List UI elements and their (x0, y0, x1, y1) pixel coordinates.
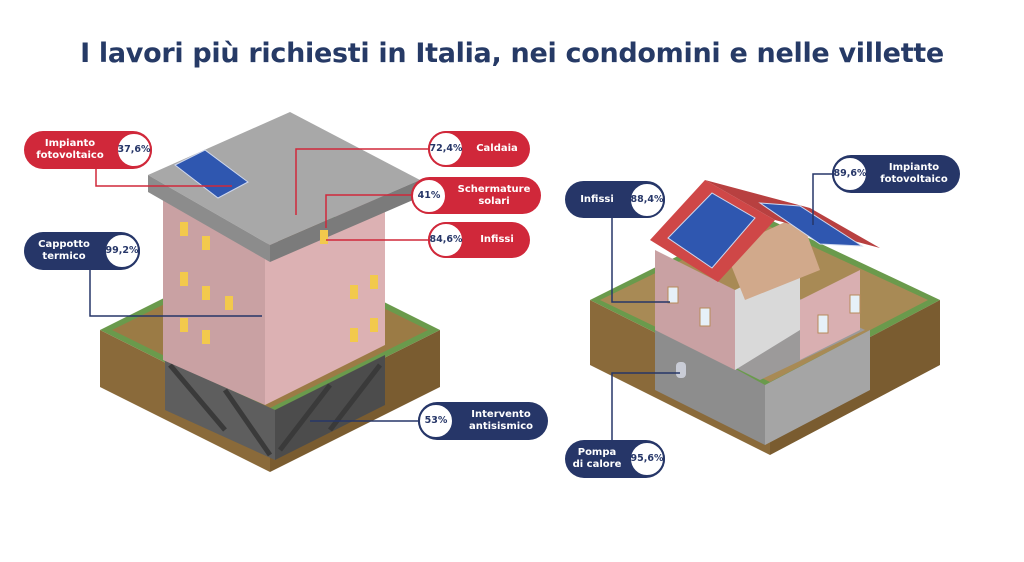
label-villetta-infissi: Infissi 88,4% (565, 181, 665, 218)
label-text: Schermature solari (457, 183, 531, 207)
label-condominio-schermature: 41% Schermature solari (411, 177, 541, 214)
villa-illustration (590, 173, 940, 455)
label-condominio-cappotto: Cappotto termico 99,2% (24, 232, 140, 270)
label-text: Cappotto termico (38, 239, 90, 262)
label-condominio-antisismico: 53% Intervento antisismico (418, 402, 548, 440)
label-percentage: 37,6% (116, 132, 152, 168)
label-percentage: 72,4% (428, 131, 464, 167)
label-villetta-fotovoltaico: 89,6% Impianto fotovoltaico (832, 155, 960, 193)
label-condominio-caldaia: 72,4% Caldaia (428, 131, 530, 167)
label-text: Intervento antisismico (468, 409, 534, 432)
label-text: Pompa di calore (572, 447, 622, 470)
label-text: Infissi (580, 193, 614, 205)
label-percentage: 84,6% (428, 222, 464, 258)
label-text: Impianto fotovoltaico (880, 162, 948, 185)
label-percentage: 89,6% (832, 156, 868, 192)
label-text: Impianto fotovoltaico (36, 138, 104, 161)
label-percentage: 53% (418, 403, 454, 439)
label-percentage: 95,6% (629, 441, 665, 477)
label-condominio-infissi: 84,6% Infissi (428, 222, 530, 258)
label-percentage: 88,4% (629, 181, 665, 218)
condominium-illustration (89, 112, 440, 472)
label-condominio-fotovoltaico: Impianto fotovoltaico 37,6% (24, 131, 152, 169)
label-percentage: 41% (411, 177, 447, 214)
label-villetta-pompa: Pompa di calore 95,6% (565, 440, 665, 478)
label-text: Infissi (480, 234, 514, 245)
label-text: Caldaia (476, 143, 518, 154)
label-percentage: 99,2% (104, 233, 140, 269)
page-title: I lavori più richiesti in Italia, nei co… (80, 38, 944, 69)
